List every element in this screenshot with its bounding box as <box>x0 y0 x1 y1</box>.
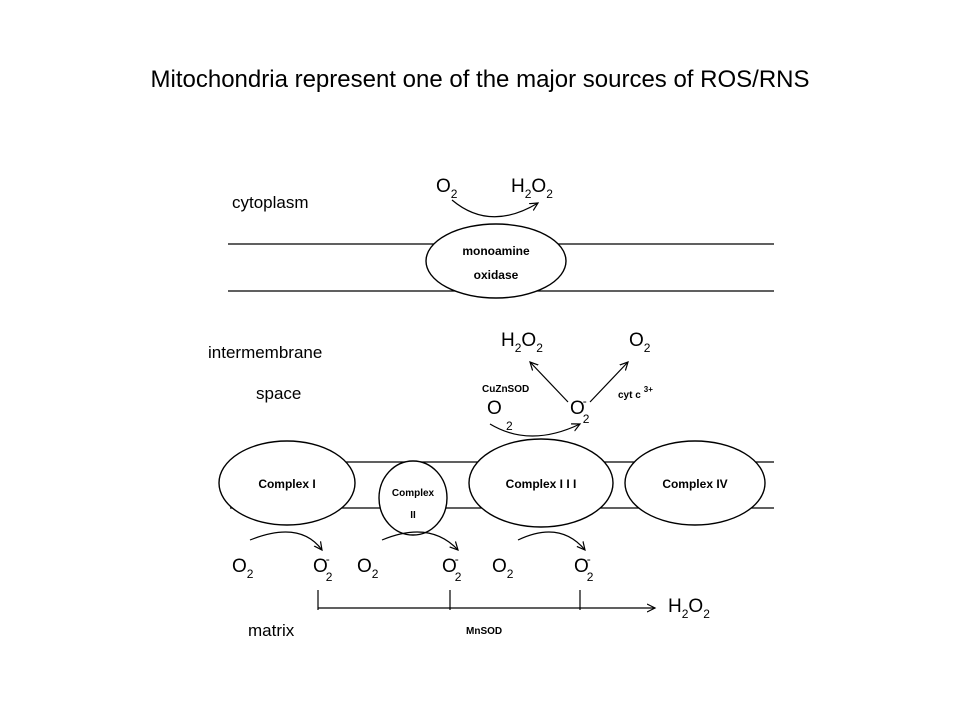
mnsod-label: MnSOD <box>466 626 502 637</box>
complex3-ellipse <box>468 438 614 528</box>
complex3-arrow <box>517 531 585 550</box>
ims-superoxide: O-2 <box>570 394 590 426</box>
complex2-label-2: II <box>410 510 416 521</box>
matrix-superoxide-3: O-2 <box>574 552 594 584</box>
ims-complex3-arrow <box>489 424 580 437</box>
page-title: Mitochondria represent one of the major … <box>150 66 810 93</box>
mao-h2o2: H2O2 <box>511 176 553 201</box>
complex2-arrow <box>381 531 458 550</box>
matrix-label: matrix <box>248 621 295 640</box>
cuznsod-label: CuZnSOD <box>482 384 529 395</box>
mao-arrow <box>451 199 538 218</box>
complex1-arrow <box>249 531 322 550</box>
matrix-superoxide-2: O-2 <box>442 552 462 584</box>
cytc-label: cyt c3+ <box>618 385 653 401</box>
ims-h2o2: H2O2 <box>501 330 543 355</box>
oxidase-label: oxidase <box>474 268 519 282</box>
complex4-label: Complex IV <box>662 477 727 491</box>
complex3-label: Complex I I I <box>506 477 577 491</box>
intermembrane-label: intermembrane <box>208 343 322 362</box>
space-label: space <box>256 384 301 403</box>
matrix-superoxide-1: O-2 <box>313 552 333 584</box>
cytc-arrow <box>589 362 628 403</box>
complex4-ellipse <box>624 440 766 526</box>
matrix-h2o2: H2O2 <box>668 596 710 621</box>
complex2-label-1: Complex <box>392 488 435 499</box>
complex1-label: Complex I <box>258 477 315 491</box>
mao-o2: O2 <box>436 176 458 201</box>
sod-arrow <box>530 362 569 403</box>
matrix-o2-2: O2 <box>357 556 379 581</box>
monoamine-label: monoamine <box>462 244 530 258</box>
complex2-ellipse <box>378 460 448 536</box>
cytoplasm-label: cytoplasm <box>232 193 309 212</box>
ims-o2-left: O <box>487 398 502 419</box>
ims-o2-left-sub: 2 <box>506 419 513 433</box>
matrix-o2-3: O2 <box>492 556 514 581</box>
monoamine-oxidase-ellipse <box>425 223 567 299</box>
ims-o2-top: O2 <box>629 330 651 355</box>
matrix-o2-1: O2 <box>232 556 254 581</box>
complex1-ellipse <box>218 440 356 526</box>
